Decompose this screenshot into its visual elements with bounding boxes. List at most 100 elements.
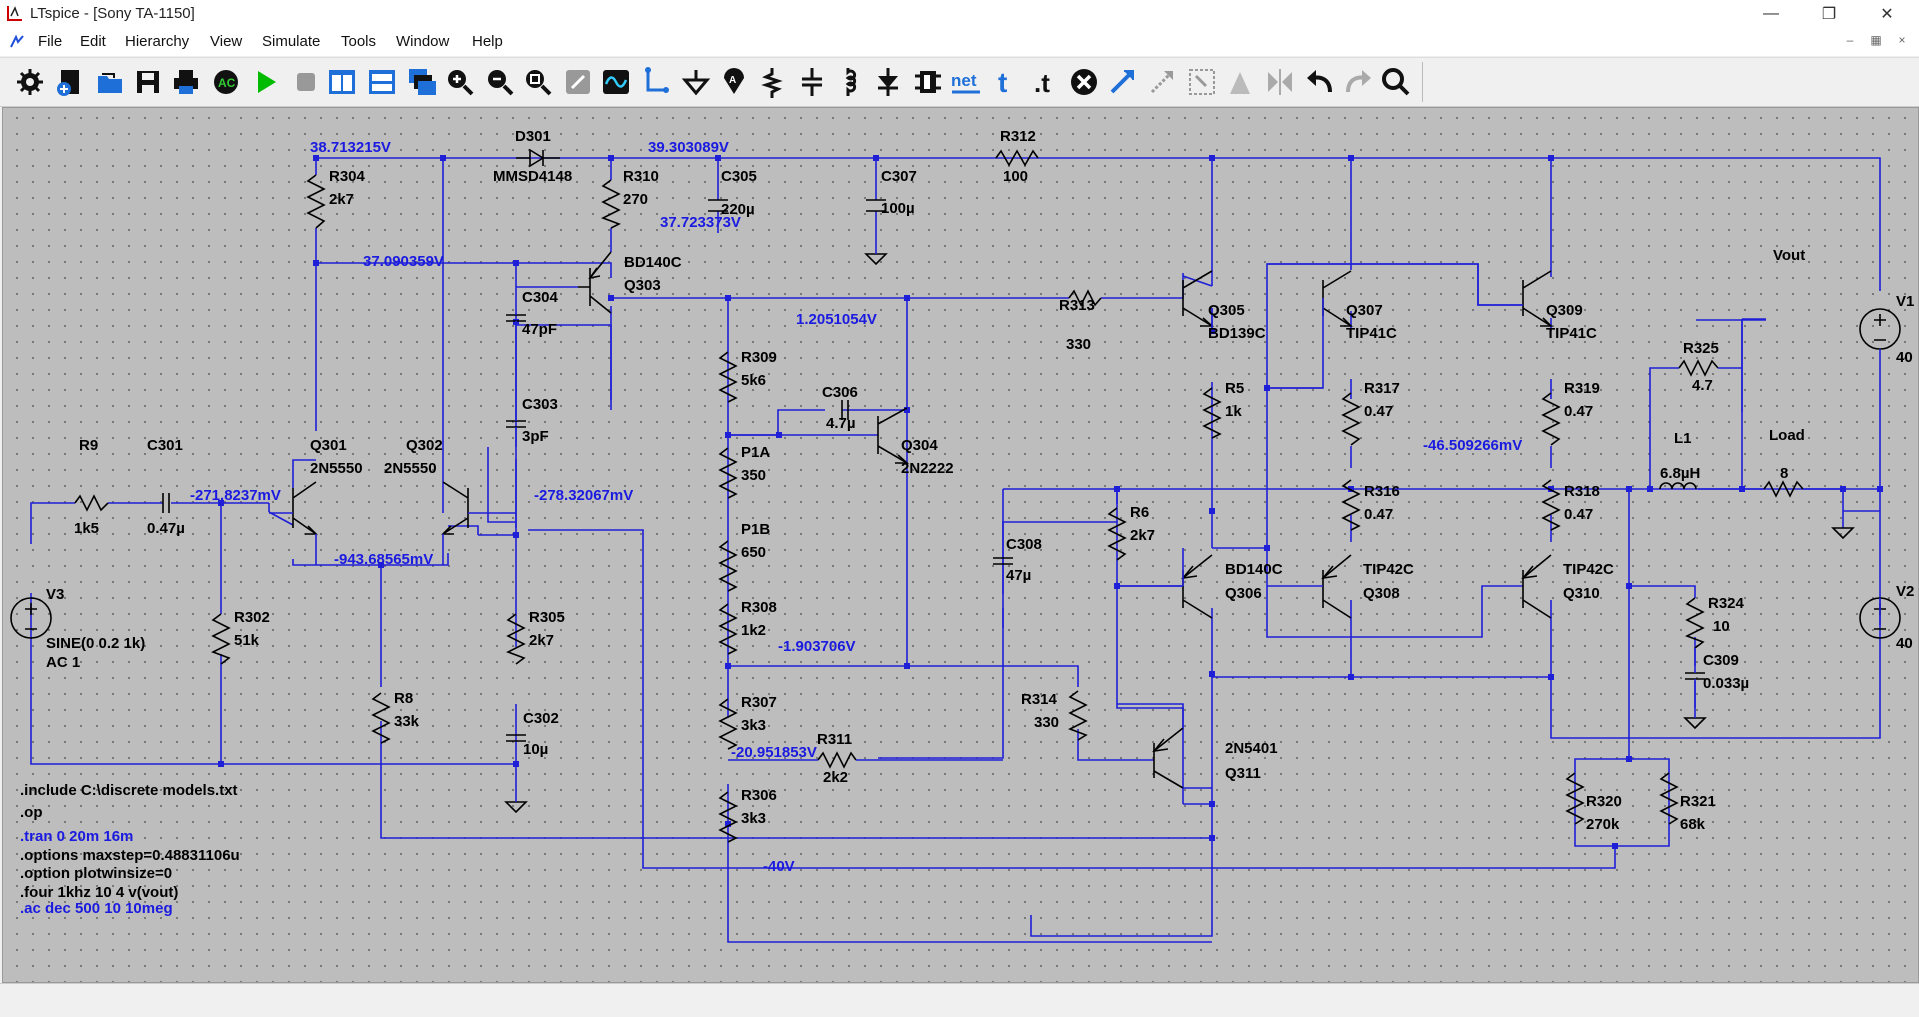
resistor-r305[interactable] bbox=[506, 613, 526, 665]
resistor-r316[interactable] bbox=[1341, 479, 1361, 531]
drag-icon[interactable] bbox=[1146, 66, 1178, 98]
component-icon[interactable] bbox=[912, 66, 944, 98]
text-icon[interactable]: t bbox=[990, 66, 1022, 98]
save-icon[interactable] bbox=[132, 66, 164, 98]
resistor-icon[interactable] bbox=[756, 66, 788, 98]
resistor-r325[interactable] bbox=[1678, 359, 1719, 377]
inductor-l1[interactable] bbox=[1659, 482, 1697, 490]
menu-help[interactable]: Help bbox=[472, 33, 503, 50]
label-net-icon[interactable]: A bbox=[718, 66, 750, 98]
menu-simulate[interactable]: Simulate bbox=[262, 33, 321, 50]
tile-vertical-icon[interactable] bbox=[326, 66, 358, 98]
potentiometer-p1a[interactable] bbox=[718, 447, 738, 499]
new-schematic-icon[interactable] bbox=[54, 66, 86, 98]
resistor-r304[interactable] bbox=[306, 174, 326, 229]
menu-view[interactable]: View bbox=[210, 33, 243, 50]
transistor-q308[interactable] bbox=[1321, 554, 1352, 619]
resistor-r317[interactable] bbox=[1341, 392, 1361, 446]
ac-analysis-icon[interactable]: AC bbox=[210, 66, 242, 98]
transistor-q303[interactable] bbox=[578, 251, 612, 314]
run-icon[interactable] bbox=[250, 66, 282, 98]
resistor-r312[interactable] bbox=[995, 149, 1039, 167]
resistor-r319[interactable] bbox=[1541, 392, 1561, 446]
resistor-r8[interactable] bbox=[371, 692, 391, 744]
menu-file[interactable]: File bbox=[38, 33, 63, 50]
diode-d301[interactable] bbox=[516, 148, 560, 168]
transistor-q309[interactable] bbox=[1522, 270, 1553, 327]
schematic-drawing[interactable]: D301 MMSD4148 R312 100 R304 2k7 R310 270… bbox=[3, 108, 1918, 982]
resistor-r302[interactable] bbox=[211, 613, 231, 665]
resistor-r5[interactable] bbox=[1202, 387, 1222, 439]
capacitor-c308[interactable] bbox=[993, 557, 1013, 565]
menu-hierarchy[interactable]: Hierarchy bbox=[125, 33, 190, 50]
resistor-r307[interactable] bbox=[718, 698, 738, 750]
capacitor-c302[interactable] bbox=[506, 734, 526, 742]
transistor-q301[interactable] bbox=[292, 481, 318, 535]
resistor-r310[interactable] bbox=[601, 179, 621, 229]
mdi-close-button[interactable]: × bbox=[1898, 33, 1906, 47]
open-icon[interactable] bbox=[94, 66, 126, 98]
find-icon[interactable] bbox=[1380, 66, 1412, 98]
resistor-r306[interactable] bbox=[718, 791, 738, 843]
resistor-r9[interactable] bbox=[74, 494, 109, 512]
resistor-r308[interactable] bbox=[718, 603, 738, 655]
mirror-horizontal-icon[interactable] bbox=[1264, 66, 1296, 98]
potentiometer-p1b[interactable] bbox=[718, 540, 738, 592]
spice-directives[interactable]: .include C:\discrete models.txt .op .tra… bbox=[20, 782, 240, 917]
rotate-icon[interactable] bbox=[1224, 66, 1256, 98]
diode-icon[interactable] bbox=[872, 66, 904, 98]
redo-icon[interactable] bbox=[1342, 66, 1374, 98]
minimize-button[interactable]: — bbox=[1763, 5, 1779, 22]
mdi-restore-button[interactable]: ▦ bbox=[1870, 33, 1882, 47]
delete-icon[interactable] bbox=[1068, 66, 1100, 98]
halt-icon[interactable] bbox=[290, 66, 322, 98]
close-button[interactable]: ✕ bbox=[1880, 6, 1894, 23]
capacitor-icon[interactable] bbox=[796, 66, 828, 98]
net-name-icon[interactable]: net bbox=[950, 66, 982, 98]
capacitor-c306[interactable] bbox=[841, 400, 849, 420]
transistor-q306[interactable] bbox=[1181, 554, 1213, 619]
resistor-load[interactable] bbox=[1763, 480, 1804, 498]
print-icon[interactable] bbox=[170, 66, 202, 98]
move-icon[interactable] bbox=[1106, 66, 1138, 98]
resistor-r6[interactable] bbox=[1107, 507, 1127, 561]
voltage-source-v1[interactable] bbox=[1859, 308, 1901, 350]
transistor-q310[interactable] bbox=[1521, 554, 1552, 619]
zoom-rect-icon[interactable] bbox=[562, 66, 594, 98]
capacitor-c307[interactable] bbox=[866, 199, 886, 212]
transistor-q311[interactable] bbox=[1152, 727, 1184, 789]
mdi-minimize-button[interactable]: – bbox=[1846, 33, 1854, 47]
menu-tools[interactable]: Tools bbox=[341, 33, 377, 50]
cascade-icon[interactable] bbox=[406, 66, 438, 98]
voltage-source-v3[interactable] bbox=[10, 597, 52, 639]
capacitor-c301[interactable] bbox=[162, 493, 170, 513]
capacitor-c305[interactable] bbox=[708, 199, 728, 212]
resistor-r309[interactable] bbox=[718, 351, 738, 403]
restore-button[interactable]: ❐ bbox=[1821, 6, 1837, 23]
wire-icon[interactable] bbox=[640, 66, 672, 98]
transistor-q304[interactable] bbox=[877, 407, 910, 464]
resistor-r321[interactable] bbox=[1659, 772, 1679, 825]
zoom-fit-icon[interactable] bbox=[522, 66, 554, 98]
spice-directive-icon[interactable]: .t bbox=[1028, 66, 1060, 98]
schematic-canvas[interactable]: D301 MMSD4148 R312 100 R304 2k7 R310 270… bbox=[2, 107, 1919, 983]
menu-edit[interactable]: Edit bbox=[80, 33, 106, 50]
mirror-icon[interactable] bbox=[1186, 66, 1218, 98]
component-symbols[interactable] bbox=[10, 148, 1901, 843]
zoom-in-icon[interactable] bbox=[444, 66, 476, 98]
resistor-r313[interactable] bbox=[1068, 289, 1102, 307]
resistor-r311[interactable] bbox=[817, 751, 857, 769]
ground-icon[interactable] bbox=[680, 66, 712, 98]
resistor-r324[interactable] bbox=[1685, 597, 1705, 649]
resistor-r318[interactable] bbox=[1541, 479, 1561, 531]
zoom-out-icon[interactable] bbox=[484, 66, 516, 98]
capacitor-c309[interactable] bbox=[1685, 672, 1705, 680]
menu-window[interactable]: Window bbox=[396, 33, 450, 50]
waveform-icon[interactable] bbox=[600, 66, 632, 98]
undo-icon[interactable] bbox=[1304, 66, 1336, 98]
document-icon[interactable] bbox=[8, 33, 26, 51]
control-panel-icon[interactable] bbox=[14, 66, 46, 98]
resistor-r314[interactable] bbox=[1068, 690, 1088, 741]
tile-horizontal-icon[interactable] bbox=[366, 66, 398, 98]
inductor-icon[interactable] bbox=[834, 66, 866, 98]
